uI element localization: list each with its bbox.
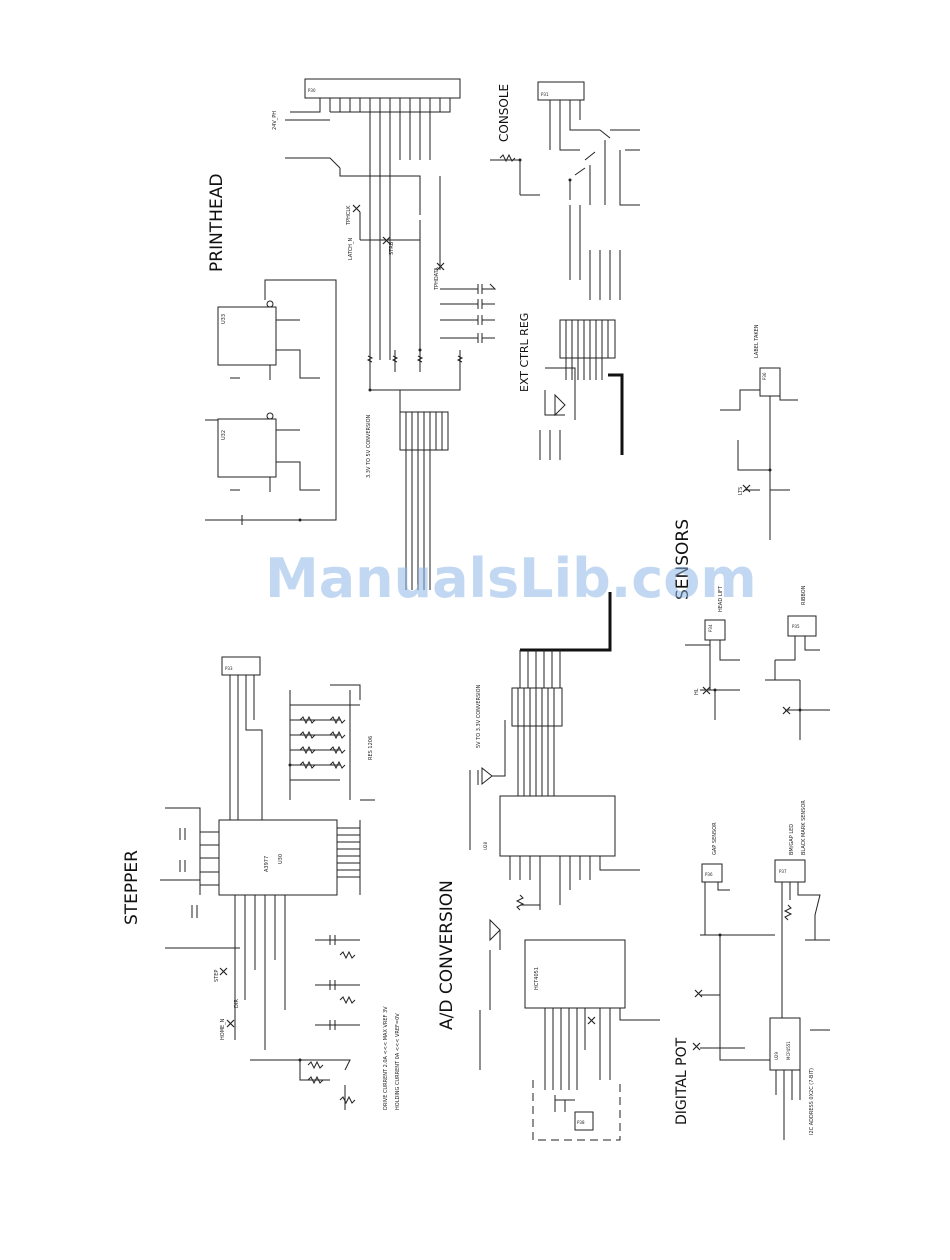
gap-sensor-ref: P36 — [705, 872, 713, 877]
console-connector-ref: P31 — [541, 92, 549, 97]
stepper-connector — [221, 656, 261, 676]
stepper-chip-name: A3977 — [264, 856, 270, 872]
digital-pot-chip: MCP4551 — [786, 1041, 791, 1060]
gap-sensor-label: GAP SENSOR — [712, 822, 718, 855]
drive-current-note: DRIVE CURRENT 2.0A <<< MAX VREF 3V — [383, 1006, 389, 1110]
net-junctions — [288, 348, 802, 1062]
label-taken-ref: P36 — [762, 372, 767, 380]
logic-gate-u33 — [217, 306, 277, 366]
stepper-ic-ref: U30 — [278, 854, 284, 864]
mux-ic — [524, 939, 626, 1009]
sensors-title: SENSORS — [673, 519, 693, 600]
ad-conversion-title: A/D CONVERSION — [437, 880, 457, 1030]
digital-pot-title: DIGITAL POT — [674, 1037, 690, 1125]
stepper-title: STEPPER — [122, 850, 142, 925]
bm-sensor-ref: P37 — [779, 869, 787, 874]
gap-sensor-connector — [701, 863, 723, 883]
head-lift-ref: P34 — [708, 624, 713, 632]
console-title: CONSOLE — [497, 84, 511, 142]
ext-ctrl-reg-section: EXT CTRL REG — [518, 313, 624, 460]
dir-label: DIR — [234, 999, 240, 1008]
holding-current-note: HOLDING CURRENT 0A <<< VREF=0V — [395, 1013, 401, 1110]
u32-ref: U32 — [221, 430, 227, 440]
ad-conversion-section: 5V TO 3.3V CONVERSION U28 HCT4051 P38 A/… — [437, 592, 660, 1141]
label-taken-connector — [759, 367, 781, 397]
mux-chip-name: HCT4051 — [534, 967, 540, 990]
conversion-3v3-5v-label: 3.3V TO 5V CONVERSION — [366, 414, 372, 478]
home-n-label: HOME_N — [220, 1018, 226, 1040]
printhead-title: PRINTHEAD — [207, 174, 227, 272]
u33-ref: U33 — [221, 314, 227, 324]
stepper-connector-ref: P33 — [225, 666, 233, 671]
digital-pot-ic — [769, 1017, 801, 1071]
conversion-5v-3v3-label: 5V TO 3.3V CONVERSION — [476, 684, 482, 748]
black-mark-label: BLACK MARK SENSOR — [801, 800, 807, 855]
printhead-connector-ref: P30 — [308, 88, 316, 93]
console-section: P31 CONSOLE — [490, 81, 640, 300]
ext-ctrl-reg-title: EXT CTRL REG — [518, 313, 531, 392]
lts-label: LTS — [738, 487, 744, 495]
ribbon-label: RIBBON — [801, 585, 807, 605]
label-taken-label: LABEL TAKEN — [754, 324, 760, 358]
hl-label: HL — [694, 688, 700, 695]
step-label: STEP — [214, 970, 220, 982]
stepper-section: P33 A3977 U30 RES 1206 STEP DIR HOME_N D… — [122, 656, 401, 1110]
tph-clk-label: TPHCLK — [346, 205, 352, 226]
i2c-address-note: I2C ADDRESS 0X2C (7-BIT) — [809, 1068, 815, 1135]
pot-connector — [574, 1111, 594, 1131]
sensors-section: P36 LABEL TAKEN LTS SENSORS P34 HEAD LIF… — [673, 324, 830, 740]
head-lift-label: HEAD LIFT — [718, 585, 724, 612]
latch-n-label: LATCH_N — [348, 238, 354, 260]
bm-gap-led-label: BM/GAP LED — [789, 824, 795, 855]
printhead-section: P30 24V_PH TPHCLK LATCH_N STRB TPHDATA 3… — [205, 78, 497, 590]
console-connector — [537, 81, 585, 101]
v24-ph-label: 24V_PH — [272, 111, 278, 130]
watermark: ManualsLib.com — [265, 547, 757, 610]
tph-data-label: TPHDATA — [434, 267, 440, 291]
ribbon-ref: P35 — [792, 624, 800, 629]
digital-pot-section: P36 GAP SENSOR P37 BM/GAP LED BLACK MARK… — [674, 800, 830, 1140]
strb-label: STRB — [389, 241, 395, 255]
ribbon-connector — [787, 615, 817, 637]
ext-ctrl-reg-ic — [559, 319, 616, 359]
adc-ref: U28 — [483, 842, 488, 850]
logic-gate-u32 — [217, 418, 277, 478]
printhead-connector — [304, 78, 461, 99]
digital-pot-ref: U29 — [774, 1052, 779, 1060]
res-1206-label: RES 1206 — [368, 736, 374, 760]
head-lift-connector — [704, 619, 726, 641]
pot-connector-ref: P38 — [577, 1120, 585, 1125]
adc-ic — [499, 795, 616, 857]
